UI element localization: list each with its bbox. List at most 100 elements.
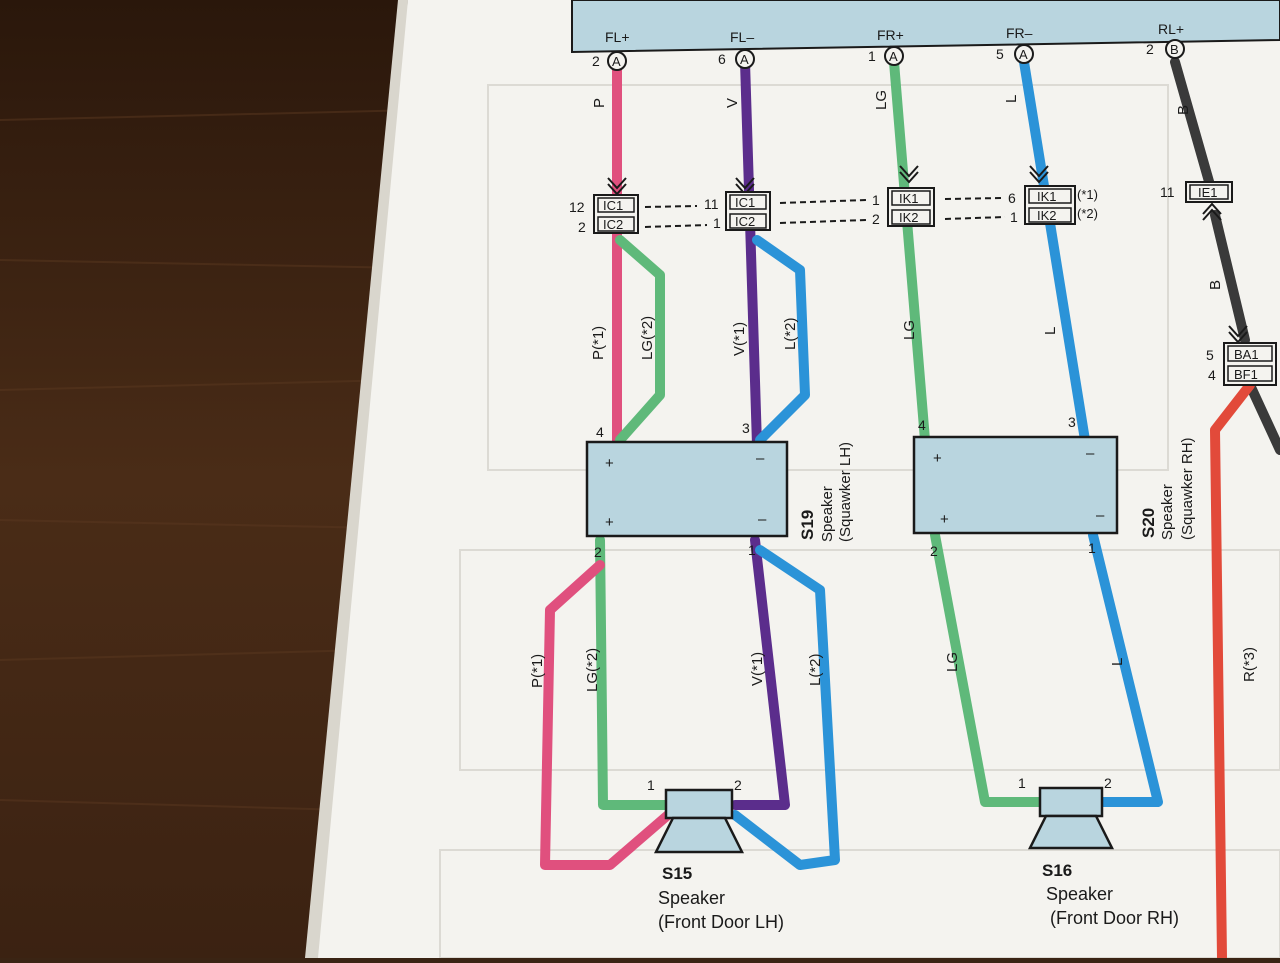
s20-minus-bottom: – xyxy=(1096,507,1105,524)
s20-pin-bot-plus: 2 xyxy=(930,543,938,559)
label-l-mid: L xyxy=(1042,327,1059,335)
speaker-s16-front-door-rh: 1 2 S16 Speaker (Front Door RH) xyxy=(1018,775,1179,928)
connector-ic1-label-right: IC1 xyxy=(735,195,755,210)
pin-number-fr-minus: 5 xyxy=(996,46,1004,62)
label-fl-plus-top: P xyxy=(591,98,608,108)
wire-lg-lower-fr xyxy=(930,530,1045,807)
pin-number-rl-plus: 2 xyxy=(1146,41,1154,57)
connector-ic-right: IC1 IC2 11 1 xyxy=(704,191,771,231)
s19-plus-top: + xyxy=(605,455,614,472)
wire-rl-plus-black-low xyxy=(1245,380,1280,455)
connector-ik-right: IK1 IK2 6 1 (*1) (*2) xyxy=(1008,185,1098,225)
pin-conn-fr-minus: A xyxy=(1019,47,1028,62)
label-v1-a: V(*1) xyxy=(731,322,748,356)
label-fr-minus-top: L xyxy=(1003,95,1020,103)
pin-conn-rl-plus: B xyxy=(1170,42,1179,57)
wire-l2-lower xyxy=(730,545,840,870)
connector-ic2-pin-left: 2 xyxy=(578,219,586,235)
connector-ic2-pin-right: 1 xyxy=(713,215,721,231)
label-l-low: L xyxy=(1109,658,1126,666)
s16-pin1: 1 xyxy=(1018,775,1026,791)
dashed-links xyxy=(644,197,1006,228)
s16-pin2: 2 xyxy=(1104,775,1112,791)
speaker-s15-front-door-lh: 1 2 S15 Speaker (Front Door LH) xyxy=(647,777,784,932)
s19-pin-bot-minus: 1 xyxy=(748,542,756,558)
s20-minus-top: – xyxy=(1086,445,1095,462)
label-rl-plus-mid: B xyxy=(1207,280,1224,290)
connector-ik1-label-right: IK1 xyxy=(1037,189,1057,204)
connector-ba1-bf1: BA1 BF1 5 4 xyxy=(1206,342,1277,386)
connector-ik2-label-right: IK2 xyxy=(1037,208,1057,223)
label-l2-a: L(*2) xyxy=(782,317,799,350)
s19-minus-bottom: – xyxy=(758,511,767,528)
pin-name-rl-plus: RL+ xyxy=(1158,21,1184,37)
pin-fl-plus: FL+ 2 A xyxy=(592,29,630,71)
label-lg2-b: LG(*2) xyxy=(584,648,601,692)
paper-page xyxy=(318,0,1280,958)
s15-code: S15 xyxy=(662,864,692,883)
pin-rl-plus: RL+ 2 B xyxy=(1146,21,1185,59)
label-fl-minus-top: V xyxy=(724,98,741,108)
pin-conn-fl-minus: A xyxy=(740,52,749,67)
wire-l2-branch-a xyxy=(752,235,810,445)
pin-number-fl-minus: 6 xyxy=(718,51,726,67)
pin-name-fl-minus: FL– xyxy=(730,29,754,45)
audio-amplifier-module xyxy=(571,0,1280,54)
connector-ic2-label-right: IC2 xyxy=(735,214,755,229)
wire-lg2-branch-a xyxy=(615,235,665,445)
s20-plus-top: + xyxy=(933,450,942,467)
s20-name: Speaker xyxy=(1159,484,1176,540)
connector-ik1-pin-right: 6 xyxy=(1008,190,1016,206)
s20-code: S20 xyxy=(1139,508,1158,538)
label-rl-plus-top: B xyxy=(1175,105,1192,115)
pin-number-fl-plus: 2 xyxy=(592,53,600,69)
s19-code: S19 xyxy=(798,510,817,540)
pin-conn-fr-plus: A xyxy=(889,49,898,64)
pin-conn-fl-plus: A xyxy=(612,54,621,69)
page-edge xyxy=(305,0,408,958)
s19-pin-bot-plus: 2 xyxy=(594,544,602,560)
wire-l-lower-fr xyxy=(1088,530,1163,807)
connector-ik2-note: (*2) xyxy=(1077,206,1098,221)
s19-plus-bottom: + xyxy=(605,514,614,531)
connector-ba1-pin: 5 xyxy=(1206,347,1214,363)
pin-name-fr-plus: FR+ xyxy=(877,27,904,43)
s19-pin-top-minus: 3 xyxy=(742,420,750,436)
wire-rl-plus-black-mid xyxy=(1210,210,1250,345)
connector-ik2-pin-left: 2 xyxy=(872,211,880,227)
label-r3: R(*3) xyxy=(1241,647,1258,682)
connector-ie1-pin: 11 xyxy=(1160,184,1175,200)
connector-ik1-note: (*1) xyxy=(1077,187,1098,202)
connector-ic1-label: IC1 xyxy=(603,198,623,213)
label-p1-a: P(*1) xyxy=(590,326,607,360)
label-v1-b: V(*1) xyxy=(749,652,766,686)
connector-ik2-label: IK2 xyxy=(899,210,919,225)
s20-pin-top-plus: 4 xyxy=(918,417,926,433)
s19-minus-top: – xyxy=(756,450,765,467)
connector-ba1-label: BA1 xyxy=(1234,347,1259,362)
s20-pin-top-minus: 3 xyxy=(1068,414,1076,430)
label-l2-b: L(*2) xyxy=(807,653,824,686)
s20-plus-bottom: + xyxy=(940,511,949,528)
wire-fr-plus-green xyxy=(889,57,930,445)
pin-fr-plus: FR+ 1 A xyxy=(868,27,904,66)
s16-code: S16 xyxy=(1042,861,1072,880)
s20-pin-bot-minus: 1 xyxy=(1088,540,1096,556)
connector-ie1: IE1 11 xyxy=(1160,181,1233,203)
wire-rl-plus-black xyxy=(1170,57,1215,190)
connector-ic2-label: IC2 xyxy=(603,217,623,232)
label-lg-mid: LG xyxy=(901,320,918,340)
connector-ic1-pin-left: 12 xyxy=(569,199,585,215)
connector-ik1-label: IK1 xyxy=(899,191,919,206)
s19-name: Speaker xyxy=(819,486,836,542)
connector-ik-left: IK1 IK2 1 2 xyxy=(872,187,935,227)
wire-fr-minus-blue xyxy=(1019,57,1090,445)
connector-ik1-pin-left: 1 xyxy=(872,192,880,208)
s19-sub: (Squawker LH) xyxy=(837,442,854,542)
label-lg2-a: LG(*2) xyxy=(639,316,656,360)
connector-ic-left: IC1 IC2 12 2 xyxy=(569,194,639,235)
wire-p1-lower xyxy=(540,560,673,870)
bleed-through-table xyxy=(439,84,1280,959)
s19-pin-top-plus: 4 xyxy=(596,424,604,440)
